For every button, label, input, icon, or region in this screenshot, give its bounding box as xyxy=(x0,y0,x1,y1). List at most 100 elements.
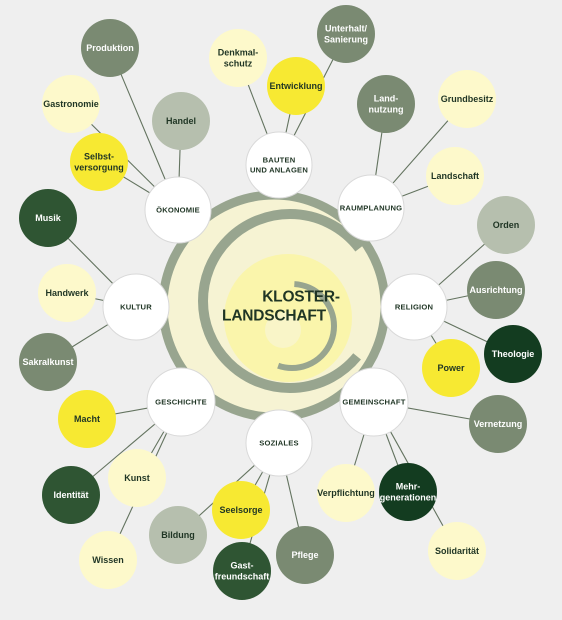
hub-circle xyxy=(380,273,448,341)
hub-kultur: KULTUR xyxy=(102,273,170,341)
node-label-line-0: Orden xyxy=(493,220,520,230)
node-label-line-0: Musik xyxy=(35,213,62,223)
node-label-line-0: Grundbesitz xyxy=(441,94,494,104)
node-circle xyxy=(422,339,480,397)
node-landnutzung: Land-nutzung xyxy=(357,75,415,133)
node-handwerk: Handwerk xyxy=(38,264,96,322)
node-circle xyxy=(79,531,137,589)
node-mehrgenerationen: Mehr-generationen xyxy=(379,463,437,521)
node-circle xyxy=(42,75,100,133)
node-label-line-0: Power xyxy=(437,363,465,373)
spiral-inner-arc xyxy=(247,281,337,371)
hub-circle xyxy=(144,176,212,244)
node-circle xyxy=(317,464,375,522)
node-wissen: Wissen xyxy=(79,531,137,589)
hub-geschichte: GESCHICHTE xyxy=(146,367,216,437)
node-circle xyxy=(379,463,437,521)
node-unterhalt: Unterhalt/Sanierung xyxy=(317,5,375,63)
node-pflege: Pflege xyxy=(276,526,334,584)
node-circle xyxy=(19,189,77,247)
node-circle xyxy=(42,466,100,524)
node-label-line-1: nutzung xyxy=(369,105,404,115)
node-label-line-0: Gast- xyxy=(230,561,253,571)
node-label-line-1: versorgung xyxy=(74,163,124,173)
node-label-line-0: Pflege xyxy=(291,550,318,560)
node-macht: Macht xyxy=(58,390,116,448)
hub-label-line-0: RAUMPLANUNG xyxy=(340,204,403,213)
node-produktion: Produktion xyxy=(81,19,139,77)
node-label-line-0: Handwerk xyxy=(45,288,89,298)
node-denkmalschutz: Denkmal-schutz xyxy=(209,29,267,87)
center-title: KLOSTER-LANDSCHAFT xyxy=(222,289,340,325)
node-circle xyxy=(428,522,486,580)
node-label-line-0: Produktion xyxy=(86,43,134,53)
spiral-middle-arc xyxy=(198,209,382,393)
hub-label-line-0: BAUTEN xyxy=(263,156,296,165)
node-ausrichtung: Ausrichtung xyxy=(467,261,525,319)
hub-gemeinschaft: GEMEINSCHAFT xyxy=(339,367,409,437)
node-circle xyxy=(357,75,415,133)
node-circle xyxy=(212,481,270,539)
node-verpflichtung: Verpflichtung xyxy=(317,464,375,522)
hub-religion: RELIGION xyxy=(380,273,448,341)
node-circle xyxy=(38,264,96,322)
node-label-line-0: Vernetzung xyxy=(474,419,523,429)
node-label-line-0: Mehr- xyxy=(396,482,421,492)
spiral-eye xyxy=(265,312,301,348)
node-circle xyxy=(267,57,325,115)
node-kunst: Kunst xyxy=(108,449,166,507)
node-label-line-0: Seelsorge xyxy=(219,505,262,515)
node-label-line-0: Sakralkunst xyxy=(22,357,73,367)
hub-label-line-0: GEMEINSCHAFT xyxy=(342,398,405,407)
node-orden: Orden xyxy=(477,196,535,254)
node-circle xyxy=(276,526,334,584)
node-gastronomie: Gastronomie xyxy=(42,75,100,133)
node-circle xyxy=(317,5,375,63)
node-label-line-0: Identität xyxy=(54,490,89,500)
node-seelsorge: Seelsorge xyxy=(212,481,270,539)
node-label-line-0: Landschaft xyxy=(431,171,479,181)
node-circle xyxy=(469,395,527,453)
hub-label-line-0: RELIGION xyxy=(395,303,433,312)
hub-circle xyxy=(146,367,216,437)
node-label-line-1: freundschaft xyxy=(215,572,270,582)
node-label-line-0: Wissen xyxy=(92,555,123,565)
hub-circle xyxy=(245,409,313,477)
node-label-line-0: Entwicklung xyxy=(269,81,322,91)
hub-circle xyxy=(337,174,405,242)
node-label-line-0: Ausrichtung xyxy=(470,285,523,295)
hub-label-line-0: KULTUR xyxy=(120,303,152,312)
node-sakralkunst: Sakralkunst xyxy=(19,333,77,391)
node-label-line-0: Macht xyxy=(74,414,100,424)
node-selbstversorgung: Selbst-versorgung xyxy=(70,133,128,191)
node-circle xyxy=(58,390,116,448)
node-power: Power xyxy=(422,339,480,397)
node-circle xyxy=(108,449,166,507)
hub-soziales: SOZIALES xyxy=(245,409,313,477)
node-bildung: Bildung xyxy=(149,506,207,564)
hub-label-line-0: SOZIALES xyxy=(259,439,299,448)
node-label-line-0: Gastronomie xyxy=(43,99,99,109)
hub-circle xyxy=(339,367,409,437)
node-label-line-1: generationen xyxy=(380,493,437,503)
node-musik: Musik xyxy=(19,189,77,247)
node-label-line-1: schutz xyxy=(224,59,253,69)
node-circle xyxy=(467,261,525,319)
node-label-line-0: Land- xyxy=(374,94,399,104)
hub-circle xyxy=(102,273,170,341)
node-label-line-0: Solidarität xyxy=(435,546,479,556)
node-circle xyxy=(209,29,267,87)
node-circle xyxy=(484,325,542,383)
node-circle xyxy=(81,19,139,77)
node-label-line-0: Unterhalt/ xyxy=(325,24,368,34)
node-label-line-0: Handel xyxy=(166,116,196,126)
hub-raumplanung: RAUMPLANUNG xyxy=(337,174,405,242)
node-circle xyxy=(70,133,128,191)
node-vernetzung: Vernetzung xyxy=(469,395,527,453)
node-label-line-0: Denkmal- xyxy=(218,48,259,58)
node-circle xyxy=(152,92,210,150)
node-label-line-0: Selbst- xyxy=(84,152,114,162)
center-title-line-1: LANDSCHAFT xyxy=(222,308,327,325)
hub-label-line-0: GESCHICHTE xyxy=(155,398,207,407)
